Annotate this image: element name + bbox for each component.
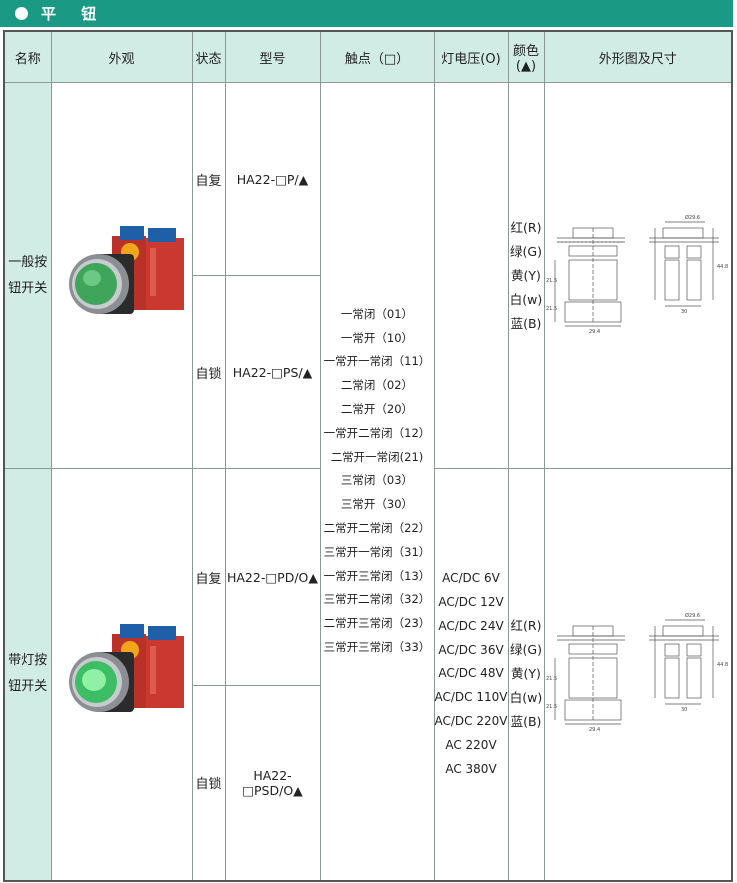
contact-item: 一常闭（01）: [340, 306, 414, 321]
model-cell: HA22-□PS/▲: [224, 275, 321, 469]
height-label: 44.8: [717, 264, 728, 270]
table-row: 带灯按 钮开关: [3, 468, 733, 881]
contact-item: 二常开一常闭(21): [330, 449, 424, 464]
diameter-label: Ø29.6: [685, 214, 700, 221]
contact-item: 三常开二常闭（32）: [323, 592, 431, 607]
section-title-bar: 平 钮: [0, 0, 733, 27]
color-item: 蓝(B): [510, 714, 542, 730]
spec-table: 名称 外观 状态 型号 触点（□） 灯电压(O) 颜色(▲) 外形图及尺寸 一般…: [3, 30, 733, 882]
color-item: 黄(Y): [511, 666, 541, 682]
category-line1: 带灯按: [8, 653, 48, 669]
contact-item: 三常开三常闭（33）: [323, 639, 431, 654]
dim-a-label: 21.5: [546, 278, 557, 284]
state-cell: 自锁: [191, 685, 226, 881]
width-label: 29.4: [589, 329, 600, 335]
contact-item: 一常开一常闭（11）: [323, 354, 431, 369]
voltage-item: AC/DC 12V: [438, 594, 504, 609]
bullet-dot-icon: [15, 7, 28, 20]
voltage-item: AC/DC 220V: [434, 713, 508, 728]
voltage-item: AC 220V: [445, 737, 497, 752]
dim-a-label: 21.5: [546, 676, 557, 682]
voltage-item: AC/DC 6V: [442, 571, 500, 586]
contact-item: 三常闭（03）: [340, 473, 414, 488]
illuminated-button-green-icon: [68, 624, 184, 713]
category-normal-button: 一般按 钮开关: [3, 82, 52, 469]
contact-item: 一常开三常闭（13）: [323, 568, 431, 583]
voltage-item: AC/DC 110V: [434, 690, 508, 705]
state-cell: 自复: [191, 82, 226, 276]
header-contacts: 触点（□）: [319, 30, 435, 83]
product-photo-lamp: [50, 468, 193, 881]
table-header-row: 名称 外观 状态 型号 触点（□） 灯电压(O) 颜色(▲) 外形图及尺寸: [3, 30, 733, 83]
dim-b-label: 21.5: [546, 704, 557, 710]
section-title: 平 钮: [41, 5, 107, 23]
width-label: 29.4: [589, 727, 600, 733]
color-item: 红(R): [510, 618, 542, 634]
state-cell: 自复: [191, 468, 226, 686]
header-color-line1: 颜色: [512, 44, 539, 59]
width-label-2: 30: [681, 309, 687, 315]
dimension-drawing-icon: Ø29.6 29.4 30 44.8 21.5 21.5: [546, 214, 728, 335]
width-label-2: 30: [681, 707, 687, 713]
contact-item: 三常开（30）: [340, 497, 414, 512]
contact-item: 二常闭（02）: [340, 378, 414, 393]
color-item: 绿(G): [510, 243, 542, 259]
color-item: 蓝(B): [510, 315, 542, 331]
voltage-item: AC/DC 36V: [438, 642, 504, 657]
header-model: 型号: [224, 30, 321, 83]
contact-item: 三常开一常闭（31）: [323, 544, 431, 559]
voltage-list: AC/DC 6V AC/DC 12V AC/DC 24V AC/DC 36V A…: [433, 468, 509, 881]
color-item: 红(R): [510, 219, 542, 235]
state-cell: 自锁: [191, 275, 226, 469]
model-cell: HA22-□P/▲: [224, 82, 321, 276]
contact-item: 一常开二常闭（12）: [323, 425, 431, 440]
dimension-drawing-lamp: Ø29.6 29.4 30 44.8 21.5 21.5: [543, 468, 733, 881]
voltage-item: AC 380V: [445, 761, 497, 776]
color-item: 白(w): [509, 291, 543, 307]
dimension-drawing-icon: Ø29.6 29.4 30 44.8 21.5 21.5: [546, 612, 728, 733]
color-item: 白(w): [509, 690, 543, 706]
contact-item: 二常开（20）: [340, 401, 414, 416]
product-photo-normal: [50, 82, 193, 469]
dimension-drawing-normal: Ø29.6 29.4 30 44.8 21.5 21.5: [543, 82, 733, 469]
push-button-green-icon: [68, 225, 184, 314]
dim-b-label: 21.5: [546, 306, 557, 312]
color-item: 绿(G): [510, 642, 542, 658]
category-line2: 钮开关: [8, 280, 48, 296]
voltage-item: AC/DC 24V: [438, 618, 504, 633]
model-cell: HA22-□PSD/O▲: [224, 685, 321, 881]
color-list: 红(R) 绿(G) 黄(Y) 白(w) 蓝(B): [507, 468, 545, 881]
header-color-line2: (▲): [515, 59, 537, 74]
height-label: 44.8: [717, 662, 728, 668]
category-line2: 钮开关: [8, 679, 48, 695]
contact-item: 一常开（10）: [340, 330, 414, 345]
model-cell: HA22-□PD/O▲: [224, 468, 321, 686]
contacts-list: 一常闭（01） 一常开（10） 一常开一常闭（11） 二常闭（02） 二常开（2…: [319, 82, 435, 881]
diameter-label: Ø29.6: [685, 612, 700, 619]
header-appearance: 外观: [50, 30, 193, 83]
header-color: 颜色(▲): [507, 30, 545, 83]
header-state: 状态: [191, 30, 226, 83]
table-row: 自锁 HA22-□PS/▲: [4, 275, 732, 469]
header-lamp-voltage: 灯电压(O): [433, 30, 509, 83]
color-list: 红(R) 绿(G) 黄(Y) 白(w) 蓝(B): [507, 82, 545, 469]
category-line1: 一般按: [8, 254, 48, 270]
color-item: 黄(Y): [511, 267, 541, 283]
voltage-item: AC/DC 48V: [438, 666, 504, 681]
table-row: 自锁 HA22-□PSD/O▲: [4, 685, 732, 881]
contact-item: 二常开二常闭（22）: [323, 520, 431, 535]
category-lamp-button: 带灯按 钮开关: [3, 468, 52, 881]
table-row: 一般按 钮开关: [3, 82, 733, 881]
header-drawing: 外形图及尺寸: [543, 30, 733, 83]
contact-item: 二常开三常闭（23）: [323, 616, 431, 631]
voltage-empty: [433, 82, 509, 469]
header-name: 名称: [3, 30, 52, 83]
